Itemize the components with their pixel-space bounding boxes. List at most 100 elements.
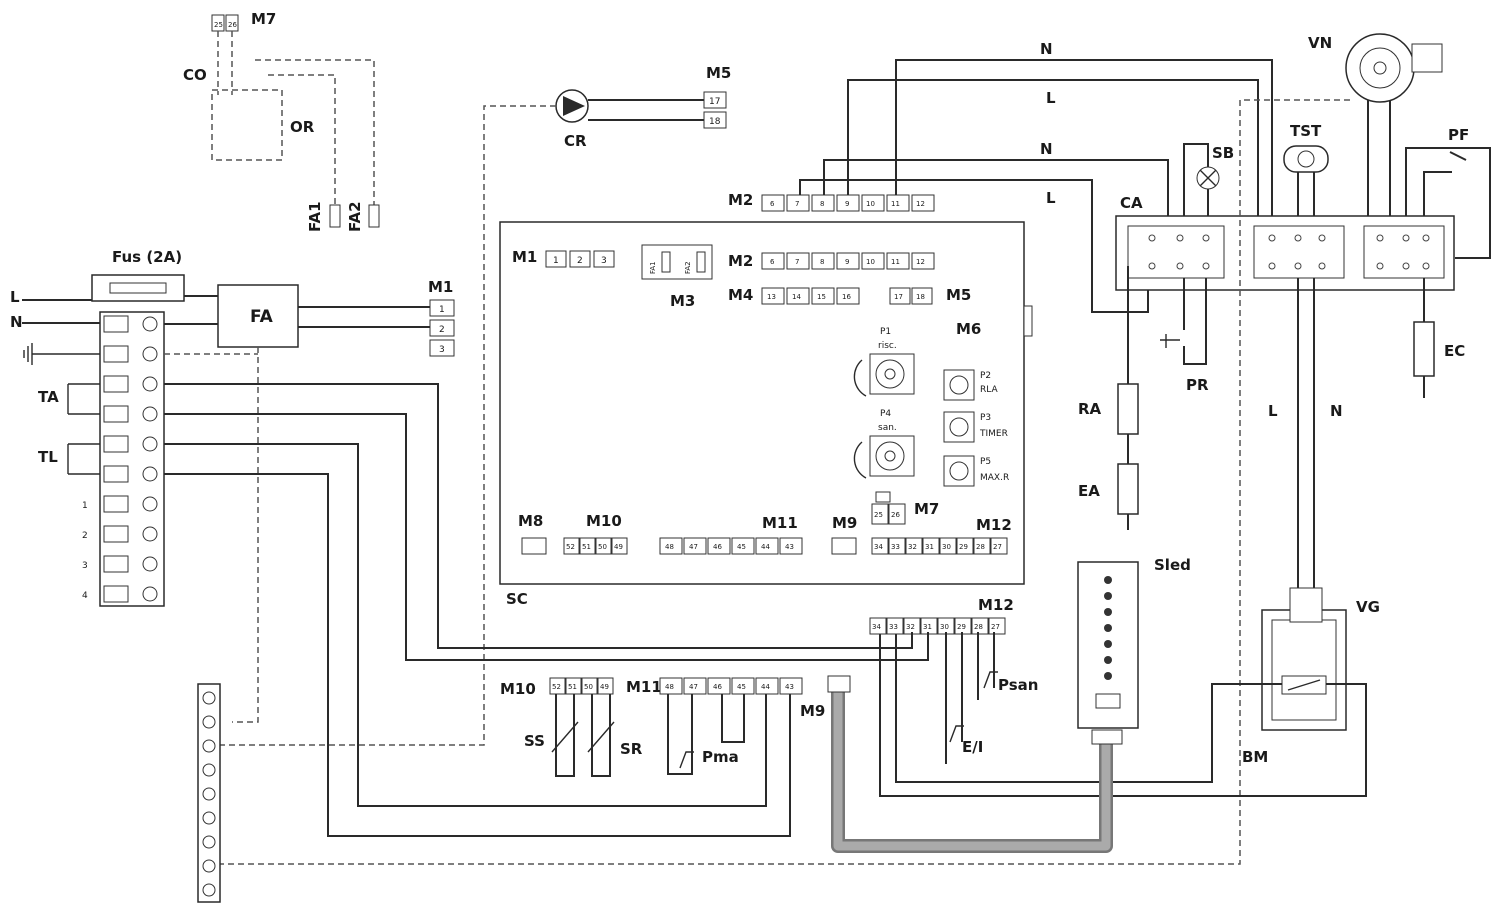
vg-valve-plug [1289,587,1323,623]
bm-wire-b [879,632,1367,797]
fuse-element [109,282,167,294]
wire-n1-label: N [1040,40,1053,58]
board-m5-label: M5 [946,286,971,304]
fa1-component [329,204,341,228]
mains-l-label: L [10,288,20,306]
svg-text:52: 52 [552,683,561,691]
p3-label: P3 [980,413,991,423]
p4-rotation-arrow [853,441,867,479]
p1-sub: risc. [878,341,897,351]
sled-flat-cable [831,683,1113,853]
pr-label: PR [1186,376,1209,394]
svg-text:50: 50 [598,543,607,551]
ta-wire-2 [164,413,929,661]
pf-wire-a [1405,147,1491,259]
board-m7-label: M7 [914,500,939,518]
board-m8-label: M8 [518,512,543,530]
ca-relay-2 [1253,225,1345,279]
fa2-label: FA2 [346,201,364,232]
psan-label: Psan [998,676,1038,694]
svg-text:50: 50 [584,683,593,691]
board-m1-label: M1 [512,248,537,266]
board-m4-label: M4 [728,286,753,304]
board-m12-label: M12 [976,516,1012,534]
svg-text:18: 18 [709,117,721,127]
fuse-holder [91,274,185,302]
p4-sub: san. [878,423,897,433]
wire-n3-label: N [1330,402,1343,420]
svg-text:1: 1 [553,256,559,266]
m11-ext-label: M11 [626,678,662,696]
ea-electrode [1117,463,1139,515]
svg-text:47: 47 [689,683,698,691]
svg-text:29: 29 [959,543,968,551]
board-m9-connector [831,537,857,555]
sled-flat-cable-inner [833,685,1111,851]
bm-wire-a [895,632,1282,783]
cr-wires [588,99,704,121]
pma-loop [667,694,693,775]
ec-label: EC [1444,342,1465,360]
ei-switch [949,725,964,743]
svg-text:43: 43 [785,683,794,691]
wire-l-top [847,79,1259,238]
svg-text:1: 1 [439,305,445,315]
psan-switch [983,671,998,689]
board-m1-connector: 1 2 3 [545,250,615,268]
svg-text:52: 52 [566,543,575,551]
svg-text:30: 30 [940,623,949,631]
sled-label: Sled [1154,556,1191,574]
svg-text:51: 51 [582,543,591,551]
fuse-label: Fus (2A) [112,248,182,266]
svg-text:29: 29 [957,623,966,631]
control-board [499,221,1025,585]
ca-relay-3 [1363,225,1445,279]
earth-bar [197,683,221,903]
pf-label: PF [1448,126,1469,144]
m5-top-label: M5 [706,64,731,82]
svg-text:12: 12 [916,258,925,266]
svg-text:31: 31 [923,623,932,631]
svg-text:25: 25 [874,511,883,519]
board-m2-connector: 6 7 8 9 10 11 12 [761,252,935,270]
svg-text:7: 7 [795,200,799,208]
svg-text:11: 11 [891,258,900,266]
cr-label: CR [564,132,587,150]
svg-text:3: 3 [439,345,445,355]
p5-label: P5 [980,457,991,467]
sled-cable-plug [1091,729,1123,745]
fa-output-wires [298,306,430,328]
sr-label: SR [620,740,643,758]
sb-label: SB [1212,144,1234,162]
svg-text:45: 45 [737,543,746,551]
board-m7-connector: 25 26 [871,503,906,525]
p5-sub: MAX.R [980,473,1009,483]
tst-label: TST [1290,122,1322,140]
svg-text:33: 33 [891,543,900,551]
m2-top-label: M2 [728,191,753,209]
ta-wire-1 [164,383,913,649]
svg-text:46: 46 [713,683,722,691]
svg-text:13: 13 [767,293,776,301]
m7-top-connector: 25 26 [211,14,239,32]
p3-sub: TIMER [979,429,1008,439]
tl-wire-2 [164,473,791,837]
fa-filter [217,284,299,348]
m11-bridge [721,694,745,743]
svg-text:10: 10 [866,258,875,266]
svg-text:2: 2 [439,325,445,335]
board-m11-label: M11 [762,514,798,532]
sled-connector [1095,693,1121,709]
m11-ext-connector: 48 47 46 45 44 43 [659,677,803,695]
ra-label: RA [1078,400,1102,418]
sr-loop [591,694,611,777]
co-label: CO [183,66,207,84]
board-m9-label: M9 [832,514,857,532]
vn-wires [1367,100,1391,238]
terminal-strip [99,311,165,607]
m2-top-connector: 6 7 8 9 10 11 12 [761,194,935,212]
wire-n-mid [823,159,1169,238]
svg-text:44: 44 [761,543,770,551]
svg-text:33: 33 [889,623,898,631]
